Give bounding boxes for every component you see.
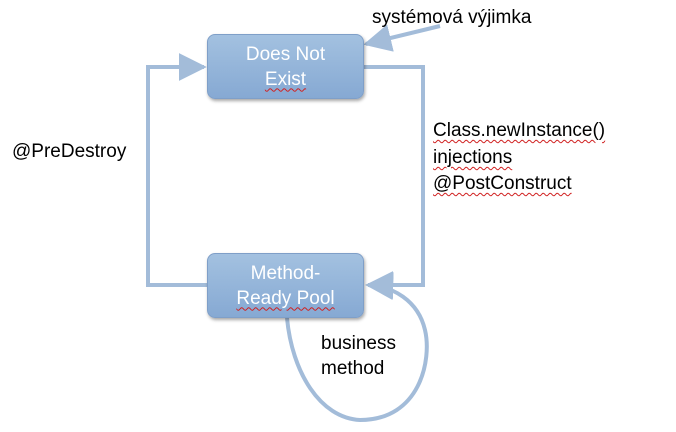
label-class-newinstance: Class.newInstance() xyxy=(433,118,605,144)
label-business: business xyxy=(321,333,396,354)
business-method-loop xyxy=(285,272,429,423)
state-method-ready-pool: Method- Ready Pool xyxy=(207,253,364,318)
state-method-ready-pool-line1: Method- xyxy=(250,262,321,284)
label-injections: injections xyxy=(433,145,512,171)
exception-arrow xyxy=(363,24,441,52)
label-method: method xyxy=(321,358,385,379)
state-does-not-exist-line2: Exist xyxy=(264,68,307,90)
label-postconstruct-text: @PostConstruct xyxy=(433,173,572,194)
label-predestroy: @PreDestroy xyxy=(12,141,127,162)
predestroy-connector xyxy=(146,53,208,287)
state-does-not-exist: Does Not Exist xyxy=(207,34,364,99)
label-class-newinstance-text: Class.newInstance() xyxy=(433,120,606,141)
label-system-exception: systémová výjimka xyxy=(372,7,532,28)
label-injections-text: injections xyxy=(433,147,513,168)
state-does-not-exist-line1: Does Not xyxy=(245,43,326,65)
label-postconstruct: @PostConstruct xyxy=(433,171,572,197)
state-method-ready-pool-line2: Ready Pool xyxy=(236,287,335,309)
creation-connector xyxy=(364,65,425,299)
